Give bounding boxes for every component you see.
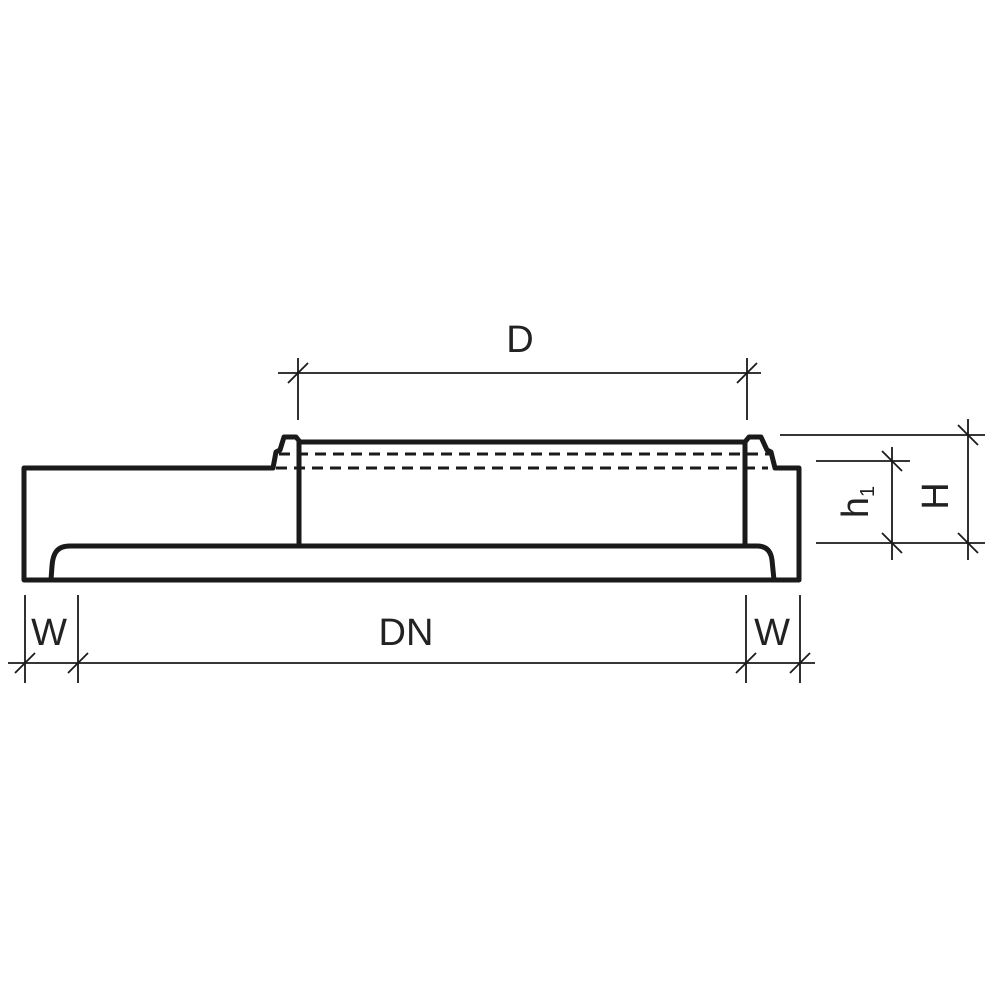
dimension-W-right: W [735, 595, 811, 683]
hidden-lines [276, 452, 772, 470]
outer-contour [21, 434, 802, 583]
base-seat [48, 543, 777, 581]
dimension-H: H [780, 419, 985, 560]
label-W-left: W [31, 612, 67, 654]
dimension-DN: DN [379, 612, 434, 654]
frame-outline [21, 434, 802, 583]
label-D: D [506, 319, 533, 361]
dimension-W-left: W [8, 595, 815, 683]
label-DN: DN [379, 612, 434, 654]
label-H: H [915, 482, 957, 509]
dimension-D: D [278, 319, 761, 420]
label-h1: h1 [835, 486, 879, 518]
dimension-h1: h1 [816, 447, 985, 560]
label-W-right: W [754, 612, 790, 654]
